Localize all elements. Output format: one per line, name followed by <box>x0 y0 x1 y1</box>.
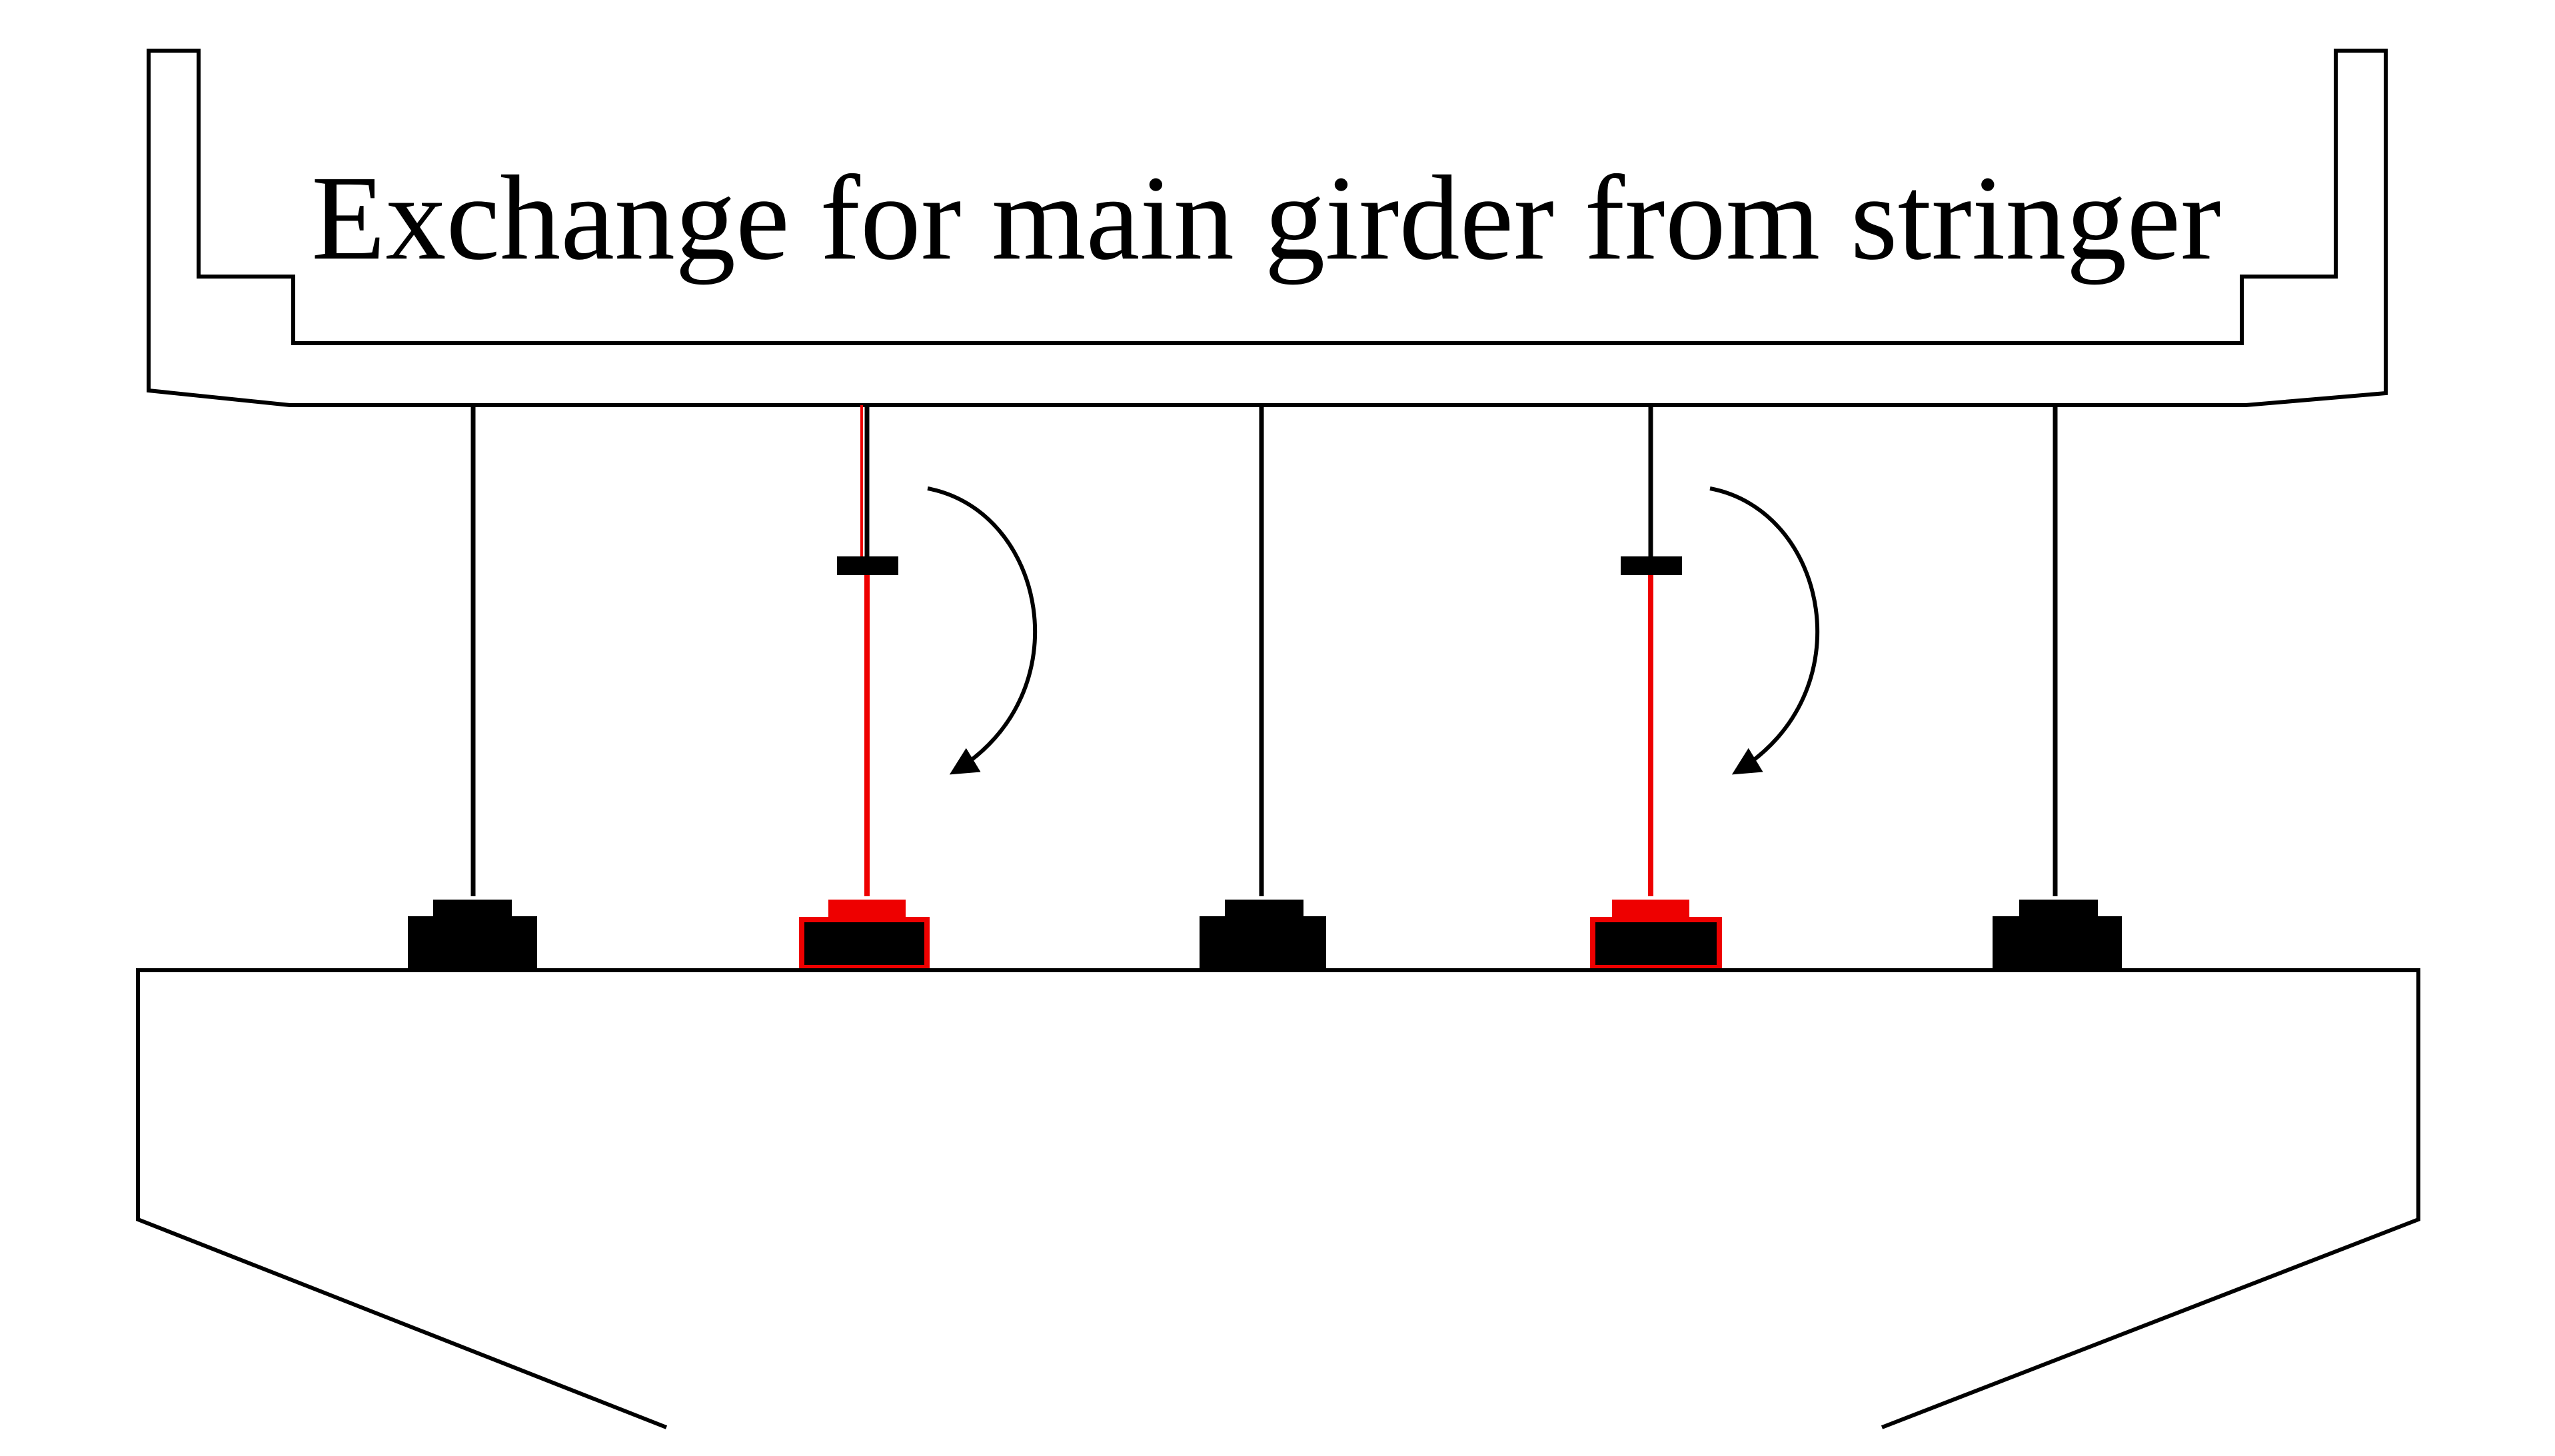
exchanged-member-4-joint <box>1621 556 1682 575</box>
curved-clockwise-arrow-icon <box>1709 486 1820 775</box>
bearing-2-exchanged <box>799 900 930 970</box>
diagram-title: Exchange for main girder from stringer <box>311 151 2220 285</box>
curved-clockwise-arrow-icon <box>927 486 1038 775</box>
bearing-3 <box>1200 900 1326 968</box>
main-girder-outline <box>136 968 2420 1429</box>
bearing-4-exchanged <box>1590 900 1722 970</box>
bearing-5 <box>1993 900 2122 968</box>
bearing-1 <box>408 900 537 968</box>
exchanged-member-2-joint <box>837 556 898 575</box>
upper-deck-outline <box>147 49 2388 407</box>
